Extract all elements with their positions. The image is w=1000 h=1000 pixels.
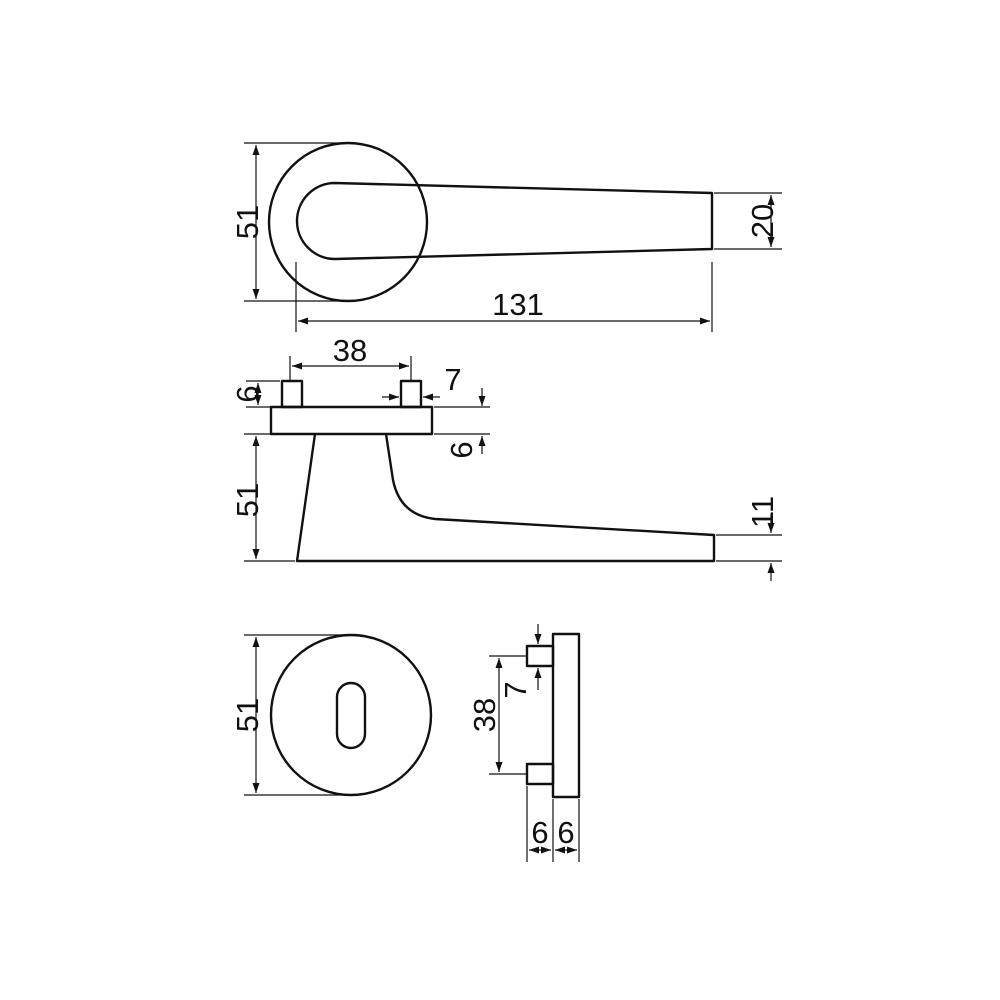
pin-spacing-label: 38 [467,698,502,732]
pin-projection-label: 6 [531,815,548,850]
escutcheon-diameter-label: 51 [230,698,265,732]
lever-end-thickness-label: 11 [745,496,780,528]
rose-plate [269,405,434,436]
pin-bottom [525,762,555,786]
spindle-height-label: 6 [230,385,265,402]
rose-outline [267,141,429,303]
spindle-width-label: 7 [444,362,461,397]
keyhole-slot [335,681,367,750]
lever-outline [295,181,714,261]
top-view: 51 131 20 [230,141,782,332]
escutcheon-plate-thickness-label: 6 [557,815,574,850]
spindle-spacing-label: 38 [333,333,367,368]
escutcheon-plate [551,632,581,799]
lever-profile [295,433,716,563]
spindle-left [280,379,304,409]
pin-top [525,644,555,668]
spindle-right [399,379,423,409]
lever-height-label: 51 [230,483,265,517]
escutcheon-side-view: 38 7 6 6 [467,624,581,862]
lever-end-height-label: 20 [745,204,780,238]
lever-length-label: 131 [492,287,544,322]
escutcheon-front-view: 51 [230,633,433,797]
rose-diameter-label: 51 [230,205,265,239]
escutcheon-outline [269,633,433,797]
side-view: 38 7 6 6 51 11 [230,333,782,581]
pin-width-label: 7 [498,681,533,698]
plate-thickness-label: 6 [444,441,479,458]
